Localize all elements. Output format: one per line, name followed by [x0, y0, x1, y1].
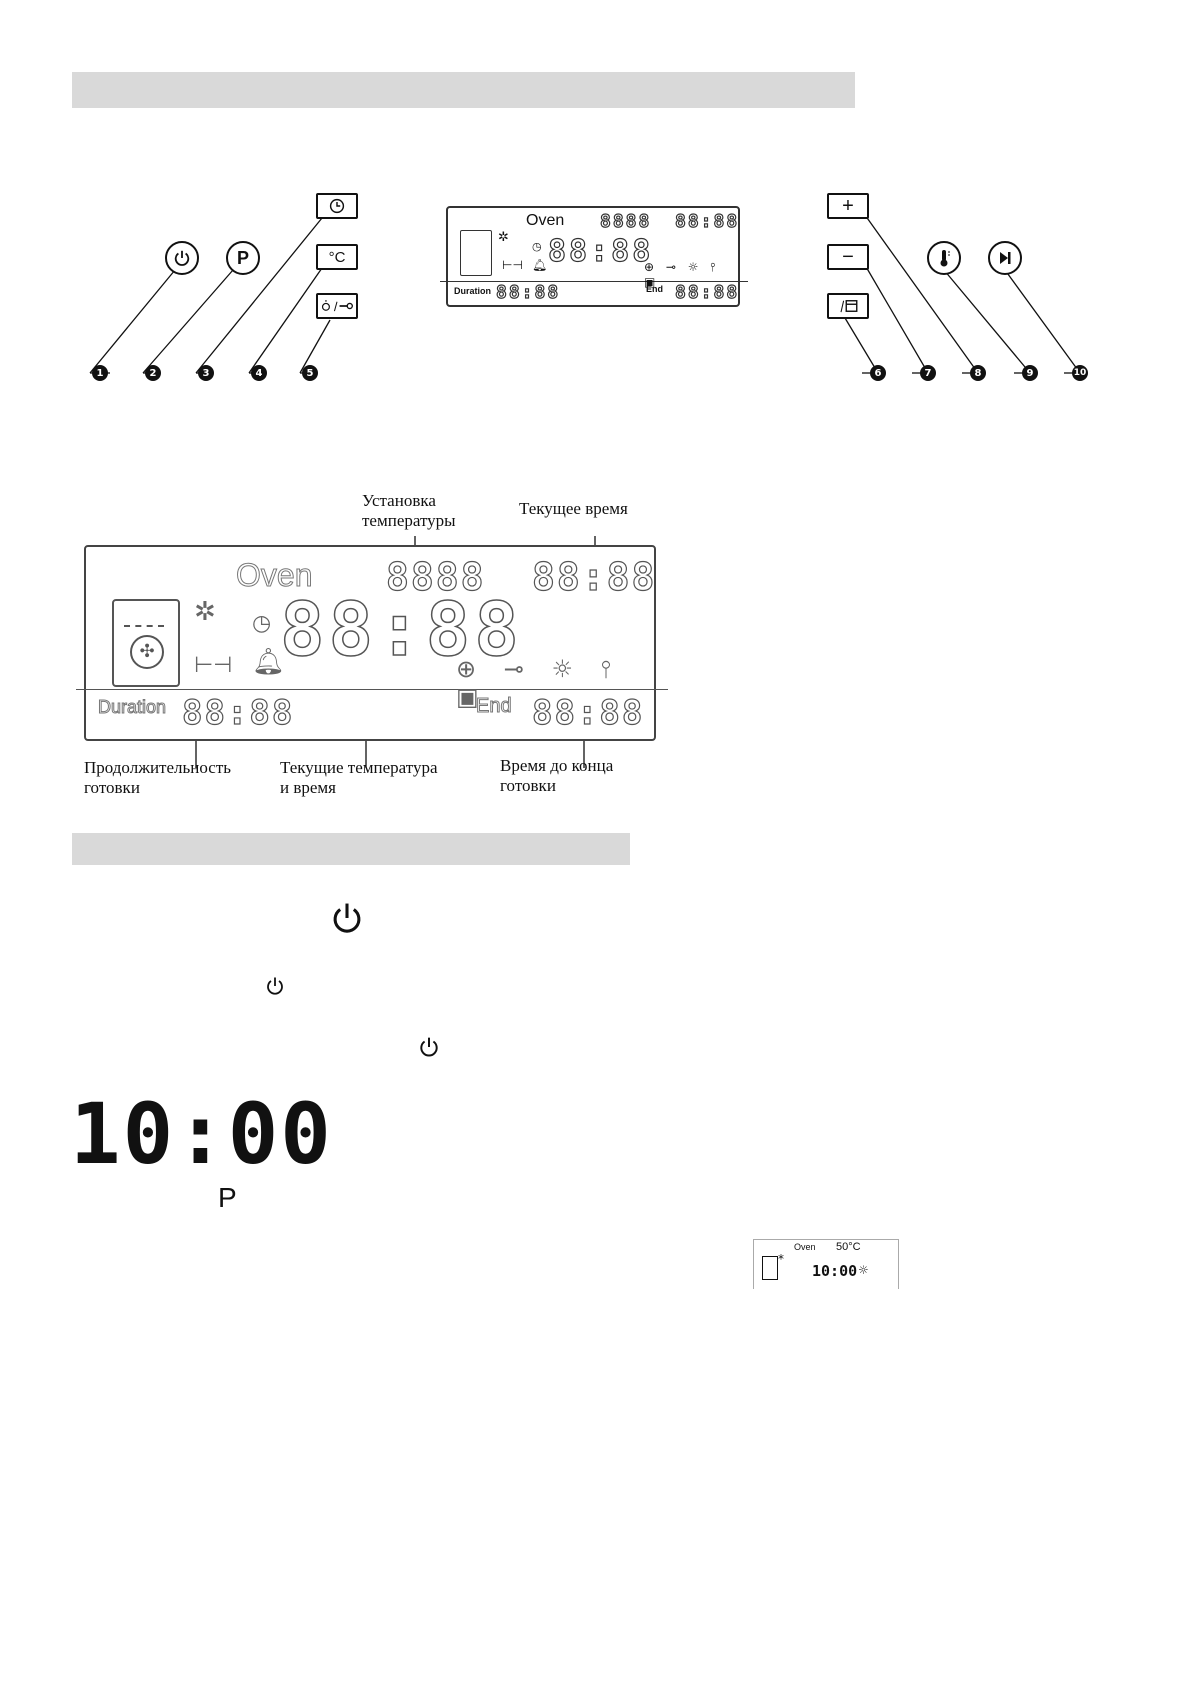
display-panel-small: Oven 8888 88:88 ✲ ◷ 🔔︎ ⊢⊣ 88:88 ⊕ ⊸ ☼ ⫯ …: [440, 206, 748, 307]
program-letter: P: [218, 1182, 237, 1213]
large-end-label: End: [476, 695, 513, 718]
large-oven-cavity-icon: ✣: [112, 599, 180, 687]
section-header-band-2: [72, 833, 630, 865]
mini-display: Oven 50°C * 10:00 ☼: [753, 1239, 899, 1289]
callout-number-8: 8: [970, 365, 986, 381]
large-main-digits: 88:88: [279, 586, 523, 674]
large-oven-label: Oven: [235, 557, 313, 594]
annotation-time-to-end: Время до конца готовки: [500, 756, 614, 795]
power-icon: [174, 250, 190, 266]
small-bell-icon: 🔔︎: [532, 258, 548, 272]
annotation-current-temp-time: Текущие температура и время: [280, 758, 438, 797]
minus-button[interactable]: −: [827, 244, 869, 270]
small-clock-digits: 88:88: [674, 210, 740, 232]
annotation-set-temperature: Установка температуры: [362, 491, 456, 530]
callout-number-1: 1: [92, 365, 108, 381]
small-snowflake-icon: ✲: [498, 230, 509, 245]
small-status-icons: ⊕ ⊸ ☼ ⫯ ▣: [644, 260, 720, 289]
large-fan-icon: ✣: [130, 635, 164, 669]
large-snowflake-icon: ✲: [194, 597, 216, 627]
callout-number-6: 6: [870, 365, 886, 381]
power-icon: [420, 1037, 438, 1057]
light-lock-icon: [321, 300, 353, 312]
play-next-icon: [1000, 252, 1011, 264]
small-end-digits: 88:88: [674, 281, 740, 303]
large-clock-digits: 88:88: [531, 554, 657, 599]
small-grill-icon: ⊢⊣: [502, 258, 523, 272]
clock-icon: [329, 198, 345, 214]
large-status-icons: ⊕ ⊸ ☼ ⫯ ▣: [456, 655, 622, 711]
callout-number-10: 10: [1072, 365, 1088, 381]
thermometer-icon: [940, 250, 950, 267]
callout-number-4: 4: [251, 365, 267, 381]
callout-number-7: 7: [920, 365, 936, 381]
light-lock-button[interactable]: [316, 293, 358, 319]
callout-number-3: 3: [198, 365, 214, 381]
mini-light-icon: ☼: [858, 1263, 869, 1277]
annotation-current-time: Текущее время: [519, 499, 628, 518]
power-button[interactable]: [165, 241, 199, 275]
small-duration-digits: 88:88: [495, 281, 561, 303]
large-timer-icon: ◷: [252, 611, 272, 636]
small-main-digits: 88:88: [547, 233, 654, 269]
start-next-button[interactable]: [988, 241, 1022, 275]
callout-number-9: 9: [1022, 365, 1038, 381]
callout-number-2: 2: [145, 365, 161, 381]
large-duration-digits: 88:88: [181, 692, 295, 733]
small-timer-icon: ◷: [532, 240, 542, 253]
temperature-button[interactable]: °C: [316, 244, 358, 270]
large-grill-icon: ⊢⊣: [194, 653, 233, 678]
program-button[interactable]: P: [226, 241, 260, 275]
display-panel-large: Oven 8888 88:88 ✣ ✲ ⊢⊣ ◷ 🔔︎ 88:88 ⊕ ⊸ ☼ …: [76, 545, 668, 741]
thermometer-button[interactable]: [927, 241, 961, 275]
large-bell-icon: 🔔︎: [252, 647, 286, 677]
mini-oven-label: Oven: [794, 1242, 816, 1252]
plus-button[interactable]: +: [827, 193, 869, 219]
power-icon: [267, 977, 283, 995]
large-divider: [76, 689, 668, 690]
mini-snowflake-icon: *: [778, 1252, 784, 1266]
small-oven-cavity-icon: [460, 230, 492, 276]
section-header-band-1: [72, 72, 855, 108]
mini-time: 10:00: [812, 1262, 858, 1280]
small-oven-label: Oven: [526, 212, 565, 229]
small-end-label: End: [646, 284, 663, 294]
clock-readout: 10:00: [70, 1085, 333, 1183]
door-menu-button[interactable]: [827, 293, 869, 319]
mini-cavity-icon: [762, 1256, 778, 1280]
callout-number-5: 5: [302, 365, 318, 381]
large-temp-digits: 8888: [385, 554, 486, 599]
annotation-cook-duration: Продолжительность готовки: [84, 758, 231, 797]
door-icon: [840, 300, 858, 313]
small-temp-digits: 8888: [599, 210, 652, 232]
power-icon: [333, 903, 361, 933]
small-divider: [440, 281, 748, 282]
large-duration-label: Duration: [97, 697, 167, 718]
clock-button[interactable]: [316, 193, 358, 219]
mini-temp: 50°C: [836, 1241, 861, 1253]
small-duration-label: Duration: [454, 286, 491, 296]
large-end-digits: 88:88: [531, 692, 645, 733]
